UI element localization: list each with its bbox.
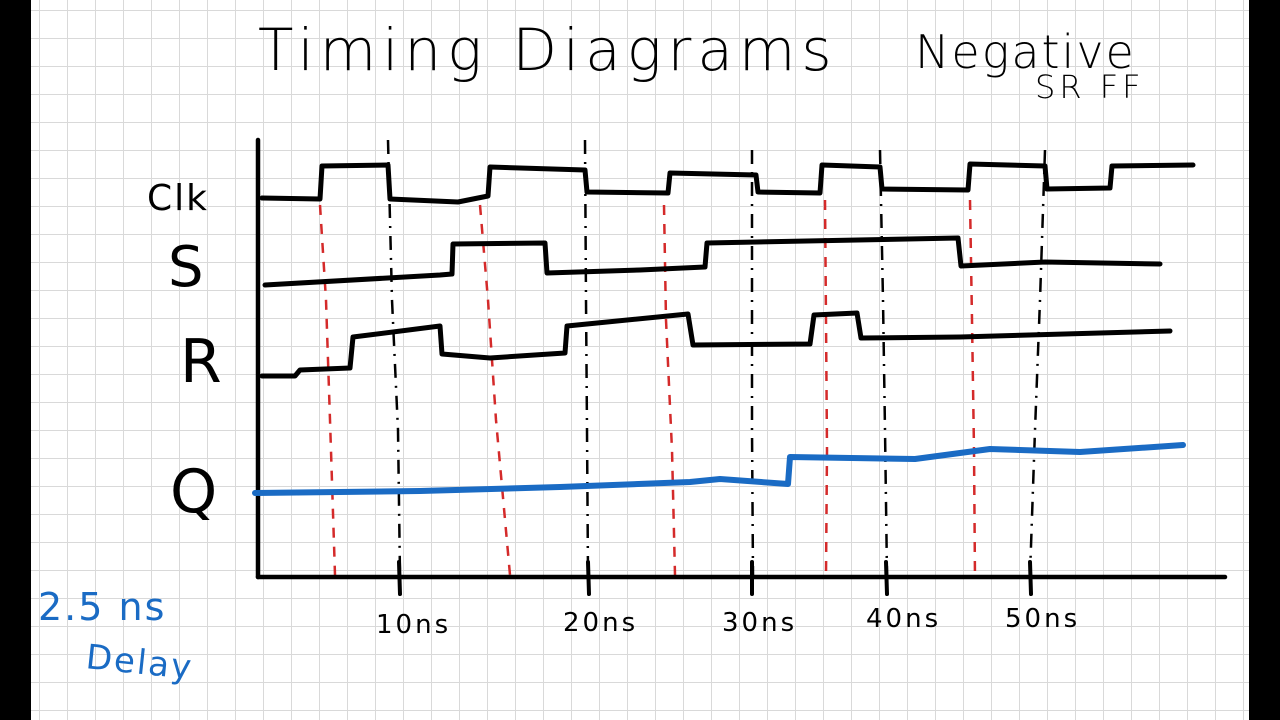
time-tick-marks [397, 560, 1033, 596]
clock-edge-marker-30ns [750, 150, 755, 576]
tick-label-10ns: 10ns [376, 610, 451, 640]
tick-mark-40ns [884, 560, 889, 596]
clock-edge-markers [386, 139, 1047, 576]
tick-mark-20ns [586, 560, 591, 596]
signal-label-s: S [168, 235, 204, 300]
tick-label-20ns: 20ns [563, 608, 638, 638]
r-waveform [259, 310, 1173, 379]
s-waveform [262, 235, 1163, 288]
clock-edge-marker-50ns [1028, 149, 1047, 576]
clock-edge-marker-10ns [386, 139, 402, 576]
delay-note-label: Delay [84, 637, 195, 688]
signal-label-r: R [180, 327, 222, 397]
signal-label-clk: Clk [147, 178, 209, 219]
clock-edge-marker-20ns [583, 139, 590, 576]
delay-marker-1 [318, 204, 337, 576]
delay-marker-4 [823, 199, 829, 576]
q-waveform [252, 442, 1186, 496]
delay-marker-2 [478, 204, 512, 576]
tick-mark-10ns [397, 560, 402, 596]
signal-label-q: Q [170, 457, 217, 527]
delay-marker-3 [662, 204, 677, 576]
delay-markers [318, 199, 977, 581]
grid-paper [31, 0, 1249, 720]
subtitle-negative: Negative [915, 25, 1136, 79]
axes [255, 137, 1228, 580]
tick-label-30ns: 30ns [722, 608, 797, 638]
clock-edge-marker-40ns [878, 149, 889, 576]
delay-note-value: 2.5 ns [38, 585, 166, 629]
subtitle-srff: SR FF [1035, 68, 1145, 106]
tick-mark-50ns [1028, 560, 1033, 596]
tick-label-50ns: 50ns [1005, 604, 1080, 634]
clk-waveform [259, 161, 1196, 205]
diagram-title: Timing Diagrams [258, 16, 838, 84]
delay-marker-5 [968, 199, 977, 581]
tick-label-40ns: 40ns [866, 604, 941, 634]
